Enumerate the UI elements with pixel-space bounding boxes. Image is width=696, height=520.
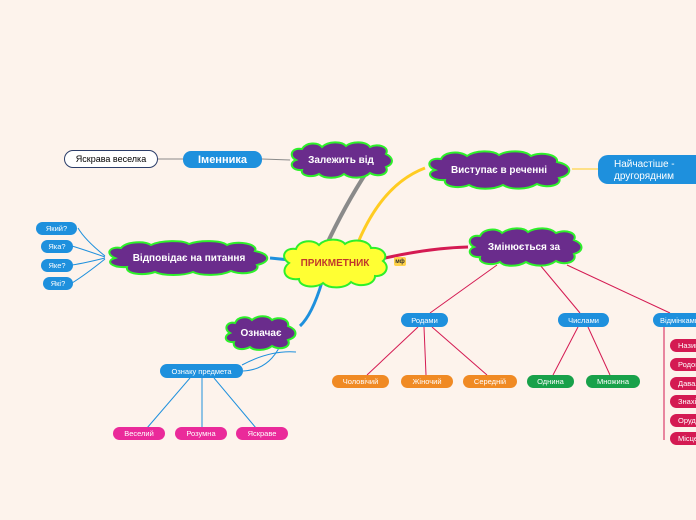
- central-badge: мф: [394, 257, 406, 266]
- link-q2: [71, 245, 106, 258]
- question-4[interactable]: Які?: [43, 277, 73, 290]
- case-5[interactable]: Орудний: [670, 414, 696, 427]
- numbers-node[interactable]: Числами: [558, 313, 609, 327]
- role-desc-text: Найчастіше - другорядним членом речення: [614, 159, 689, 184]
- link-g3: [431, 326, 488, 376]
- link-genders: [429, 264, 498, 314]
- gender-feminine[interactable]: Жіночий: [401, 375, 453, 388]
- example-1[interactable]: Веселий: [113, 427, 165, 440]
- means-cloud[interactable]: Означає: [222, 315, 300, 351]
- case-6[interactable]: Місцевий: [670, 432, 696, 445]
- case-1[interactable]: Називний: [670, 339, 696, 352]
- example-3[interactable]: Яскраве: [236, 427, 288, 440]
- link-noun: [261, 158, 291, 161]
- branch-means: [298, 281, 324, 328]
- genders-node[interactable]: Родами: [401, 313, 448, 327]
- central-topic[interactable]: ПРИКМЕТНИК: [279, 237, 391, 289]
- gender-neuter[interactable]: Середній: [463, 375, 517, 388]
- noun-node[interactable]: Іменника: [183, 151, 262, 168]
- question-2[interactable]: Яка?: [41, 240, 73, 253]
- link-e1: [146, 377, 191, 429]
- branch-role: [353, 166, 426, 251]
- number-plural[interactable]: Множина: [586, 375, 640, 388]
- attr-node[interactable]: Ознаку предмета: [160, 364, 243, 378]
- role-label: Виступає в реченні: [450, 164, 548, 176]
- gender-masculine[interactable]: Чоловічий: [332, 375, 389, 388]
- link-q1: [77, 227, 106, 257]
- depends-label: Залежить від: [308, 154, 374, 166]
- example-node[interactable]: Яскрава веселка: [64, 150, 158, 168]
- link-g1: [366, 326, 419, 376]
- depends-cloud[interactable]: Залежить від: [286, 141, 396, 179]
- example-2[interactable]: Розумна: [175, 427, 227, 440]
- link-q3: [71, 257, 106, 266]
- cases-node[interactable]: Відмінками: [653, 313, 696, 327]
- link-n2: [587, 326, 611, 376]
- link-e3: [213, 377, 257, 429]
- answers-label: Відповідає на питання: [132, 252, 246, 264]
- answers-cloud[interactable]: Відповідає на питання: [103, 240, 275, 276]
- central-label: ПРИКМЕТНИК: [300, 257, 370, 269]
- link-cases: [566, 264, 671, 314]
- role-desc[interactable]: Найчастіше - другорядним членом речення: [598, 155, 696, 184]
- number-singular[interactable]: Однина: [527, 375, 574, 388]
- link-q4: [71, 258, 106, 284]
- question-1[interactable]: Який?: [36, 222, 77, 235]
- role-cloud[interactable]: Виступає в реченні: [423, 150, 575, 190]
- link-numbers: [539, 264, 581, 314]
- case-3[interactable]: Давальний: [670, 377, 696, 390]
- case-4[interactable]: Знахідний: [670, 395, 696, 408]
- link-attr-end: [241, 351, 297, 366]
- link-g2: [423, 326, 427, 376]
- question-3[interactable]: Яке?: [41, 259, 73, 272]
- changes-cloud[interactable]: Змінюється за: [464, 227, 584, 267]
- changes-label: Змінюється за: [487, 241, 561, 253]
- branch-changes: [384, 245, 469, 260]
- case-2[interactable]: Родовий: [670, 358, 696, 371]
- link-attr: [242, 345, 281, 372]
- means-label: Означає: [240, 327, 282, 339]
- link-n1: [552, 326, 579, 376]
